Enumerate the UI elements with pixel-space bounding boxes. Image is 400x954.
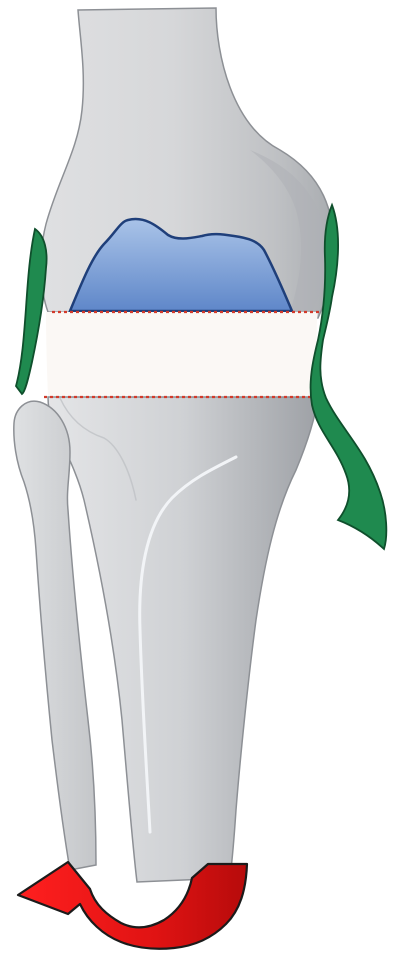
resected-joint-segment — [46, 312, 318, 397]
rotation-arrow — [18, 862, 247, 949]
medial-collateral-ligament — [16, 229, 47, 394]
